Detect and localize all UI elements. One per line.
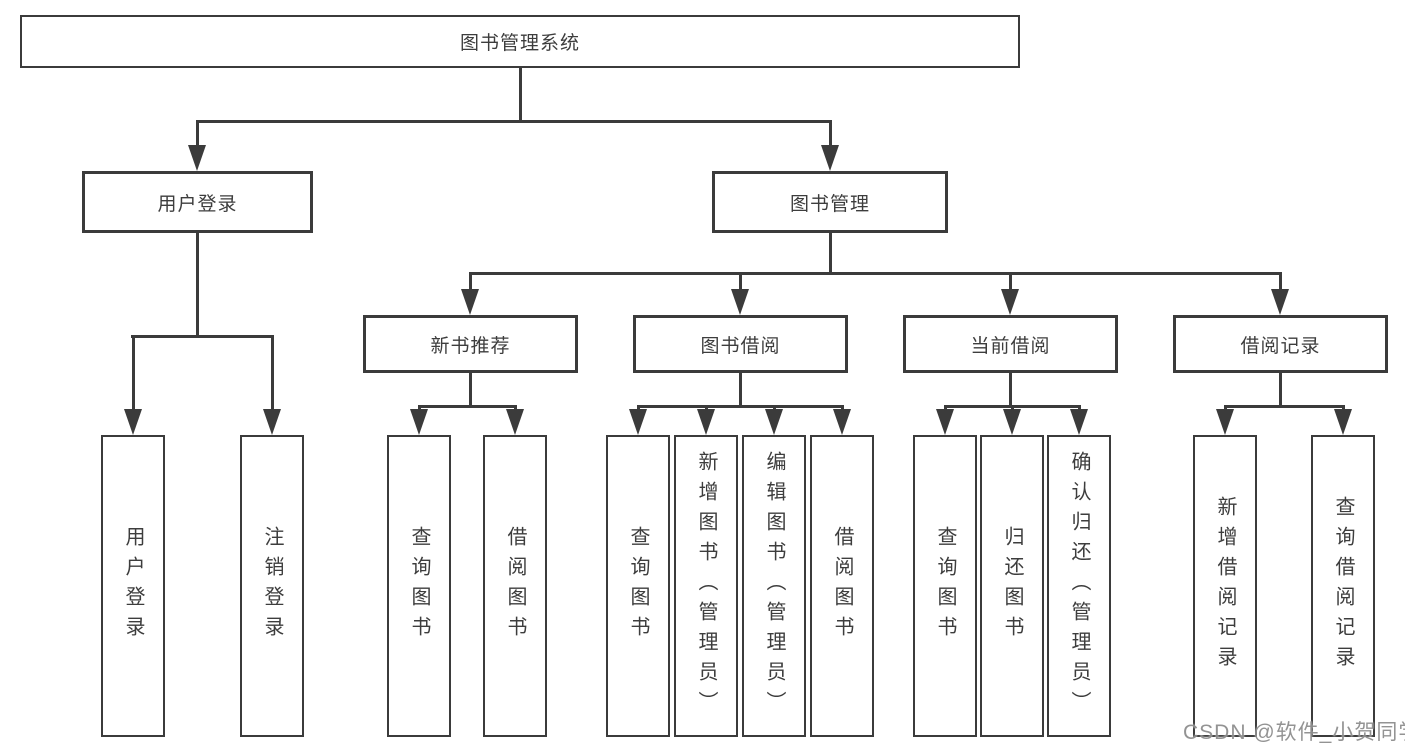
arrowhead-down-icon <box>188 145 206 171</box>
node-user-login: 用户登录 <box>82 171 313 233</box>
node-library-management-system-label: 图书管理系统 <box>459 33 580 54</box>
arrowhead-down-icon <box>506 409 524 435</box>
arrowhead-down-icon <box>1003 409 1021 435</box>
leaf-edit-books-admin: 编辑图书（管理员） <box>742 435 806 737</box>
arrowhead-down-icon <box>263 409 281 435</box>
node-new-book-recommendation: 新书推荐 <box>363 315 578 373</box>
connector-line <box>469 373 472 406</box>
connector-line <box>739 272 742 294</box>
connector-line <box>1009 272 1012 294</box>
leaf-user-login: 用户登录 <box>101 435 165 737</box>
connector-line <box>469 272 1282 275</box>
leaf-add-borrow-record: 新增借阅记录 <box>1193 435 1257 737</box>
arrowhead-down-icon <box>124 409 142 435</box>
leaf-add-borrow-record-label: 新增借阅记录 <box>1214 496 1236 676</box>
node-book-management: 图书管理 <box>712 171 948 233</box>
leaf-borrow-books-label: 借阅图书 <box>831 526 853 646</box>
connector-line <box>519 68 522 121</box>
node-book-management-label: 图书管理 <box>789 193 870 215</box>
connector-line <box>829 233 832 275</box>
node-new-book-recommendation-label: 新书推荐 <box>430 335 511 357</box>
arrowhead-down-icon <box>1271 289 1289 315</box>
connector-line <box>1009 373 1012 406</box>
connector-line <box>131 335 273 338</box>
leaf-query-books-recommend: 查询图书 <box>387 435 451 737</box>
node-book-borrowing-label: 图书借阅 <box>700 335 781 357</box>
arrowhead-down-icon <box>1001 289 1019 315</box>
arrowhead-down-icon <box>461 289 479 315</box>
connector-line <box>271 335 274 412</box>
arrowhead-down-icon <box>629 409 647 435</box>
leaf-logout: 注销登录 <box>240 435 304 737</box>
leaf-confirm-return-admin: 确认归还（管理员） <box>1047 435 1111 737</box>
arrowhead-down-icon <box>1070 409 1088 435</box>
leaf-query-books-recommend-label: 查询图书 <box>408 526 430 646</box>
node-borrowing-records: 借阅记录 <box>1173 315 1388 373</box>
connector-line <box>1279 373 1282 406</box>
leaf-query-borrow-record-label: 查询借阅记录 <box>1332 496 1354 676</box>
node-library-management-system: 图书管理系统 <box>20 15 1020 68</box>
arrowhead-down-icon <box>936 409 954 435</box>
leaf-return-books-label: 归还图书 <box>1001 526 1023 646</box>
arrowhead-down-icon <box>731 289 749 315</box>
node-current-borrowing: 当前借阅 <box>903 315 1118 373</box>
node-current-borrowing-label: 当前借阅 <box>970 335 1051 357</box>
connector-line <box>637 405 844 408</box>
connector-line <box>829 120 832 148</box>
arrowhead-down-icon <box>410 409 428 435</box>
leaf-return-books: 归还图书 <box>980 435 1044 737</box>
arrowhead-down-icon <box>697 409 715 435</box>
arrowhead-down-icon <box>1216 409 1234 435</box>
leaf-borrow-books: 借阅图书 <box>810 435 874 737</box>
leaf-confirm-return-admin-label: 确认归还（管理员） <box>1068 451 1090 721</box>
leaf-logout-label: 注销登录 <box>261 526 283 646</box>
connector-line <box>739 373 742 406</box>
connector-line <box>196 120 199 148</box>
arrowhead-down-icon <box>765 409 783 435</box>
connector-line <box>196 120 832 123</box>
watermark-text: CSDN @软件_小贺同学 <box>1183 721 1405 744</box>
connector-line <box>196 233 199 336</box>
leaf-query-books-current-label: 查询图书 <box>934 526 956 646</box>
connector-line <box>1279 272 1282 294</box>
leaf-add-books-admin: 新增图书（管理员） <box>674 435 738 737</box>
leaf-query-books-current: 查询图书 <box>913 435 977 737</box>
node-book-borrowing: 图书借阅 <box>633 315 848 373</box>
arrowhead-down-icon <box>833 409 851 435</box>
leaf-user-login-label: 用户登录 <box>122 526 144 646</box>
arrowhead-down-icon <box>1334 409 1352 435</box>
leaf-query-books-borrow: 查询图书 <box>606 435 670 737</box>
connector-line <box>132 335 135 412</box>
connector-line <box>1224 405 1345 408</box>
node-borrowing-records-label: 借阅记录 <box>1240 335 1321 357</box>
leaf-add-books-admin-label: 新增图书（管理员） <box>695 451 717 721</box>
leaf-query-borrow-record: 查询借阅记录 <box>1311 435 1375 737</box>
arrowhead-down-icon <box>821 145 839 171</box>
leaf-borrow-books-recommend: 借阅图书 <box>483 435 547 737</box>
leaf-borrow-books-recommend-label: 借阅图书 <box>504 526 526 646</box>
node-user-login-label: 用户登录 <box>157 193 238 215</box>
leaf-query-books-borrow-label: 查询图书 <box>627 526 649 646</box>
connector-line <box>418 405 517 408</box>
leaf-edit-books-admin-label: 编辑图书（管理员） <box>763 451 785 721</box>
connector-line <box>469 272 472 294</box>
